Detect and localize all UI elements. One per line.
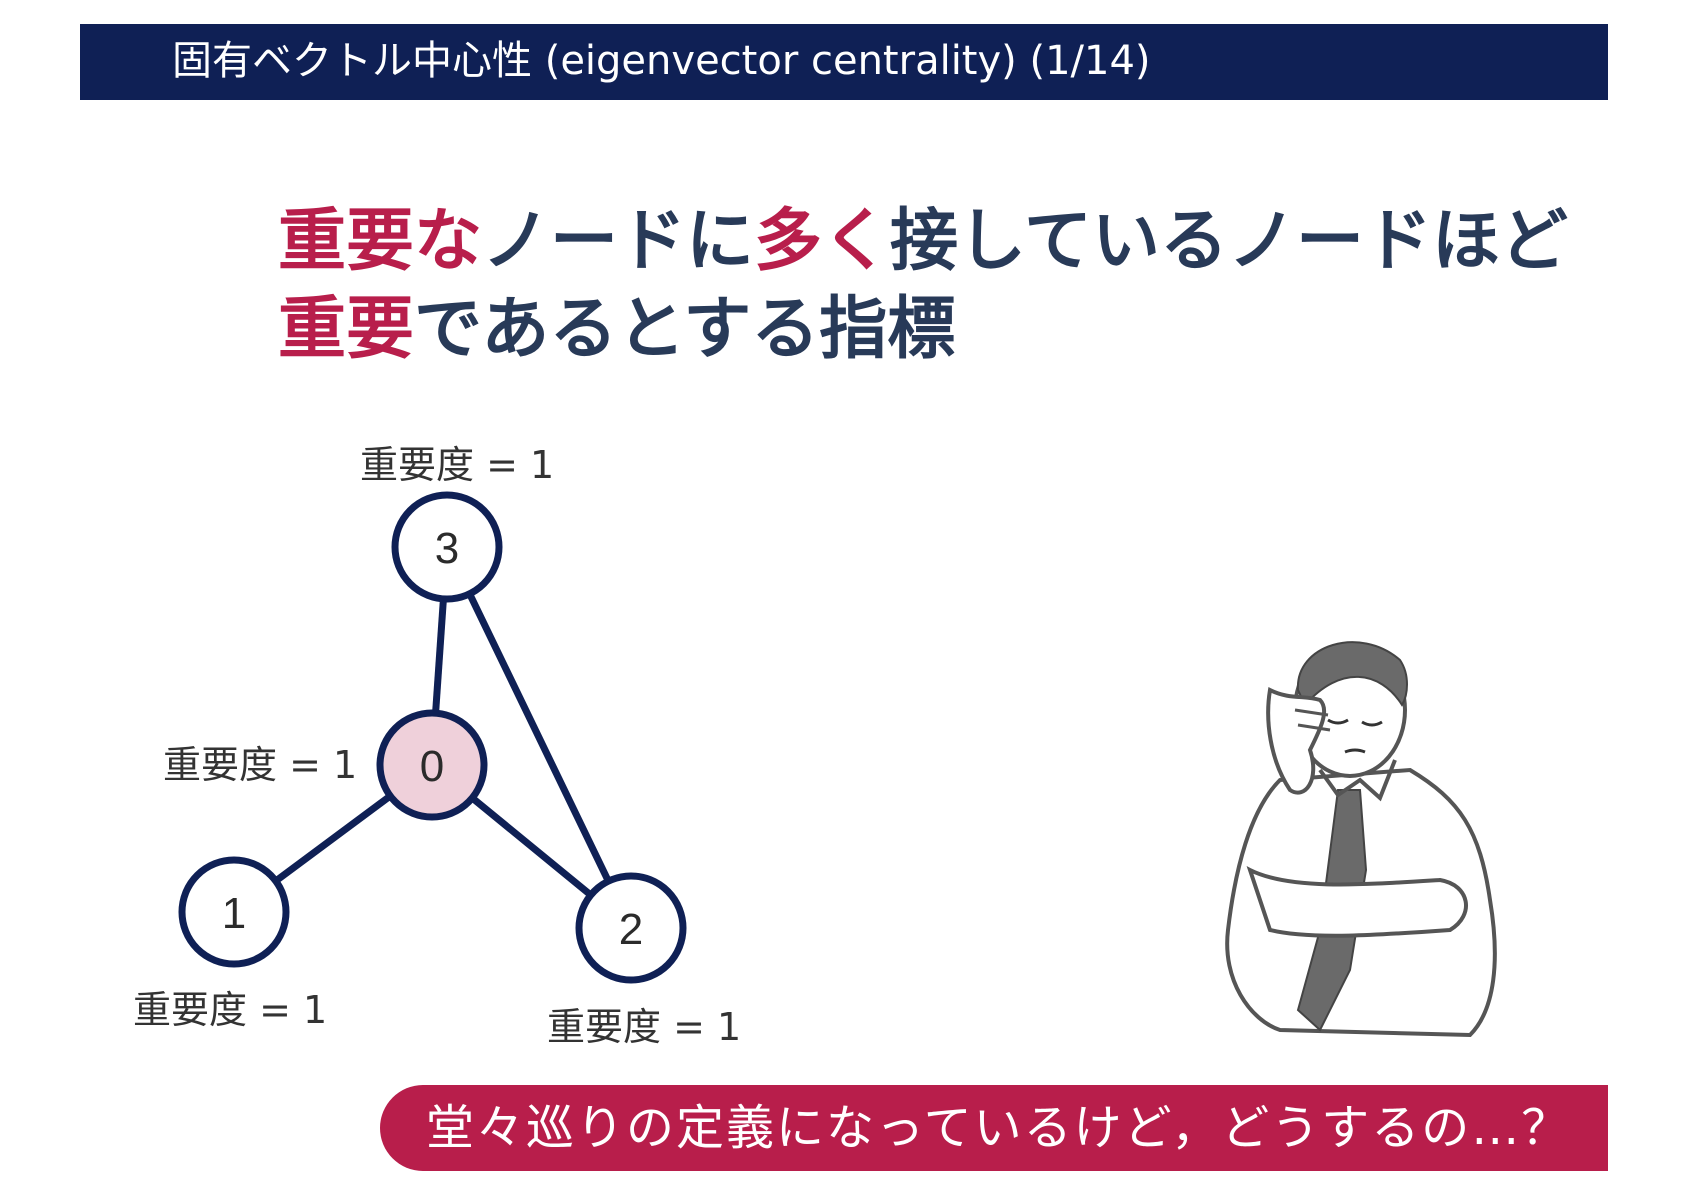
headline-seg-node: ノードに	[482, 202, 755, 281]
node-0: 0	[376, 709, 488, 821]
node-0-label: 0	[420, 742, 444, 791]
slide-title: 固有ベクトル中心性 (eigenvector centrality) (1/14…	[172, 38, 1151, 84]
headline-seg-adjacent: 接しているノードほど	[890, 202, 1569, 281]
node-1-label: 1	[222, 889, 246, 938]
headline-seg-important-2: 重要	[278, 290, 415, 369]
importance-label-1: 重要度 = 1	[133, 988, 327, 1032]
headline-seg-metric: であるとする指標	[414, 290, 956, 369]
node-0-circle	[376, 709, 488, 821]
headline-seg-important: 重要な	[278, 202, 483, 281]
banner-question: 堂々巡りの定義になっているけど，どうするの…？	[426, 1100, 1572, 1156]
importance-label-3: 重要度 = 1	[360, 443, 554, 487]
node-1-circle	[178, 856, 290, 968]
node-3: 3	[391, 491, 503, 603]
node-3-label: 3	[435, 524, 459, 573]
node-2: 2	[575, 872, 687, 984]
node-3-circle	[391, 491, 503, 603]
importance-label-0: 重要度 = 1	[163, 743, 357, 787]
edge-3-2	[443, 545, 635, 930]
headline: 重要なノードに多く接しているノードほど 重要であるとする指標	[278, 198, 1568, 374]
thinking-man-illustration	[1225, 641, 1497, 1038]
node-1: 1	[178, 856, 290, 968]
bottom-banner: 堂々巡りの定義になっているけど，どうするの…？	[380, 1085, 1608, 1171]
headline-line-2: 重要であるとする指標	[278, 286, 1568, 374]
importance-label-2: 重要度 = 1	[547, 1005, 741, 1049]
node-2-circle	[575, 872, 687, 984]
node-2-label: 2	[619, 905, 643, 954]
header-bar: 固有ベクトル中心性 (eigenvector centrality) (1/14…	[80, 24, 1608, 100]
headline-line-1: 重要なノードに多く接しているノードほど	[278, 198, 1568, 286]
headline-seg-many: 多く	[754, 202, 891, 281]
